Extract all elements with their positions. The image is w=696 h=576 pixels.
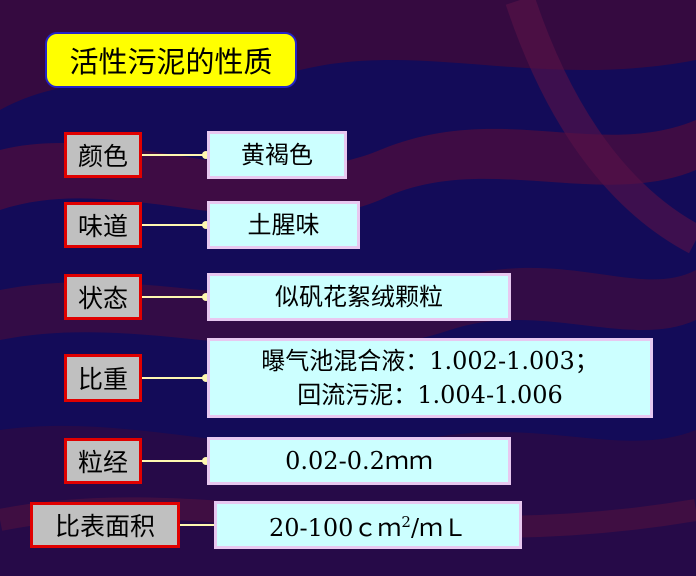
value-color-text: 黄褐色 [241,141,313,169]
label-specific-gravity: 比重 [64,354,142,402]
label-color: 颜色 [64,132,142,178]
value-specific-gravity-line1: 曝气池混合液：1.002-1.003； [261,347,599,375]
label-specific-surface-area: 比表面积 [30,502,180,548]
connector-line [142,296,208,298]
value-state-text: 似矾花絮绒颗粒 [275,283,443,311]
value-color: 黄褐色 [207,131,347,179]
value-ssa-tail: /ｍＬ [410,514,468,542]
value-smell-text: 土腥味 [247,211,320,239]
value-ssa-sup: 2 [401,513,411,531]
connector-line [142,377,208,379]
value-specific-surface-area-text: 20-100ｃｍ2/ｍＬ [269,505,467,545]
value-specific-surface-area: 20-100ｃｍ2/ｍＬ [214,501,522,549]
label-particle-size: 粒经 [64,438,142,484]
label-state: 状态 [64,274,142,320]
connector-line [180,524,216,526]
value-smell: 土腥味 [207,201,360,249]
connector-line [142,154,208,156]
connector-dot [202,221,210,229]
value-specific-gravity-line2: 回流污泥：1.004-1.006 [297,381,563,409]
connector-dot [202,293,210,301]
connector-dot [202,374,210,382]
connector-line [142,460,208,462]
connector-dot [202,457,210,465]
value-particle-size: 0.02-0.2ｍｍ [207,437,511,485]
label-smell: 味道 [64,202,142,248]
value-ssa-main: 20-100ｃｍ [268,514,402,542]
page-title: 活性污泥的性质 [45,32,297,88]
value-particle-size-text: 0.02-0.2ｍｍ [285,447,433,475]
connector-dot [202,151,210,159]
value-specific-gravity: 曝气池混合液：1.002-1.003； 回流污泥：1.004-1.006 [207,338,653,418]
value-state: 似矾花絮绒颗粒 [207,273,511,321]
connector-line [142,224,208,226]
